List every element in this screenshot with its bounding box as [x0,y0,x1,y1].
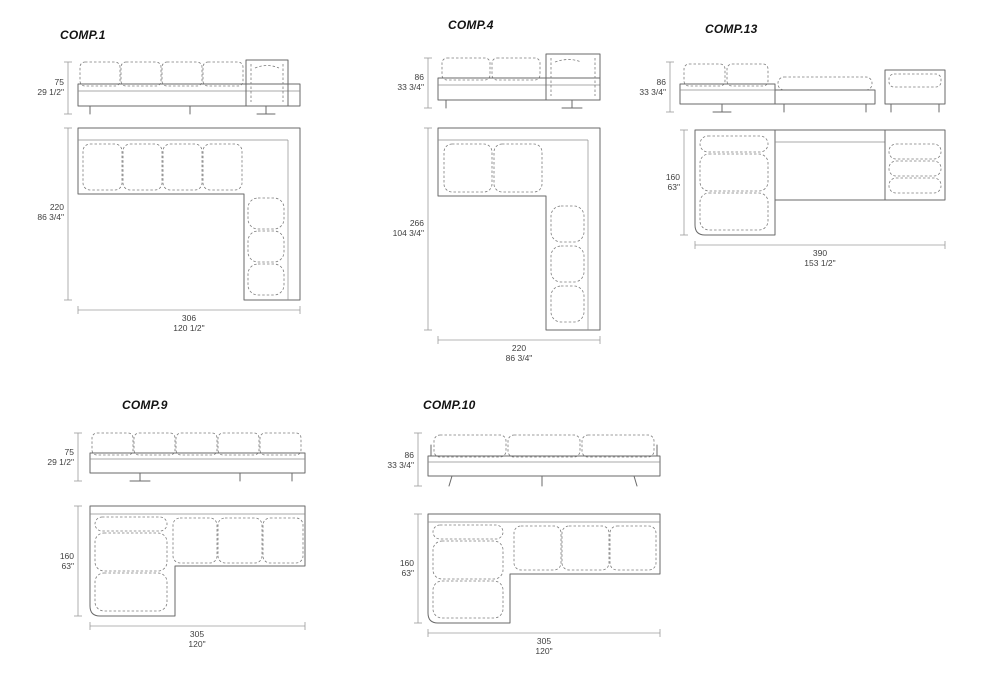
comp9-front-height-cm: 75 [65,447,75,457]
comp4-plan-view [437,127,601,331]
comp4-plan-width-in: 86 3/4" [506,353,533,363]
composition-comp1: COMP.1 75 29 1/2" [37,28,330,348]
comp1-plan-depth-dimension: 220 86 3/4" [37,127,72,301]
comp13-title: COMP.13 [705,22,758,36]
comp1-front-height-cm: 75 [55,77,65,87]
comp10-plan-width-in: 120" [535,646,552,656]
comp10-front-height-dimension: 86 33 3/4" [387,432,422,487]
comp13-front-height-dimension: 86 33 3/4" [639,61,674,113]
comp4-plan-depth-cm: 266 [410,218,424,228]
comp1-front-height-in: 29 1/2" [37,87,64,97]
comp13-plan-width-cm: 390 [813,248,827,258]
comp10-front-height-cm: 86 [405,450,415,460]
composition-comp10: COMP.10 86 33 3/4" [387,398,680,668]
comp9-plan-depth-cm: 160 [60,551,74,561]
comp1-plan-depth-in: 86 3/4" [37,212,64,222]
comp13-front-height-in: 33 3/4" [639,87,666,97]
comp13-front-height-cm: 86 [657,77,667,87]
comp13-plan-width-dimension: 390 153 1/2" [694,241,946,268]
comp4-front-height-in: 33 3/4" [397,82,424,92]
comp9-plan-width-dimension: 305 120" [89,622,306,649]
comp4-front-height-cm: 86 [415,72,425,82]
comp4-front-height-dimension: 86 33 3/4" [397,57,432,109]
comp4-front-elevation [437,53,601,109]
comp4-plan-depth-dimension: 266 104 3/4" [393,127,432,331]
comp10-plan-view [427,513,661,624]
comp9-plan-depth-in: 63" [62,561,74,571]
comp13-drawing: 86 33 3/4" 160 63" [639,61,946,268]
comp10-plan-width-cm: 305 [537,636,551,646]
comp9-front-elevation [89,432,306,482]
comp13-plan-depth-dimension: 160 63" [666,129,688,236]
comp1-front-elevation [77,59,301,115]
composition-comp9: COMP.9 75 29 1/2" [40,398,330,663]
comp9-title: COMP.9 [122,398,168,412]
comp9-plan-view [89,505,306,617]
comp1-plan-depth-cm: 220 [50,202,64,212]
composition-comp4: COMP.4 86 33 3/4" [393,18,630,368]
comp1-plan-width-cm: 306 [182,313,196,323]
comp4-plan-width-cm: 220 [512,343,526,353]
composition-comp13: COMP.13 86 33 [639,22,970,277]
comp1-plan-width-in: 120 1/2" [173,323,204,333]
comp10-plan-depth-cm: 160 [400,558,414,568]
comp13-plan-depth-cm: 160 [666,172,680,182]
comp10-drawing: 86 33 3/4" 160 63" [387,432,661,656]
comp4-plan-depth-in: 104 3/4" [393,228,424,238]
comp10-front-height-in: 33 3/4" [387,460,414,470]
comp4-plan-width-dimension: 220 86 3/4" [437,336,601,363]
comp13-front-elevation [679,63,946,113]
comp4-title: COMP.4 [448,18,494,32]
comp1-drawing: 75 29 1/2" 220 86 3/4" [37,59,301,333]
comp1-plan-width-dimension: 306 120 1/2" [77,306,301,333]
comp4-drawing: 86 33 3/4" 266 104 3/4" [393,53,601,363]
comp10-title: COMP.10 [423,398,476,412]
comp10-front-elevation [427,434,661,487]
comp9-plan-depth-dimension: 160 63" [60,505,82,617]
comp10-plan-depth-in: 63" [402,568,414,578]
comp9-drawing: 75 29 1/2" 160 63" [47,432,306,649]
comp9-front-height-dimension: 75 29 1/2" [47,432,82,482]
comp9-plan-width-in: 120" [188,639,205,649]
comp9-plan-width-cm: 305 [190,629,204,639]
comp13-plan-depth-in: 63" [668,182,680,192]
comp13-plan-view [694,129,946,236]
comp1-title: COMP.1 [60,28,106,42]
comp10-plan-width-dimension: 305 120" [427,629,661,656]
comp13-plan-width-in: 153 1/2" [804,258,835,268]
comp1-plan-view [77,127,301,301]
comp10-plan-depth-dimension: 160 63" [400,513,422,624]
comp1-front-height-dimension: 75 29 1/2" [37,61,72,115]
comp9-front-height-in: 29 1/2" [47,457,74,467]
